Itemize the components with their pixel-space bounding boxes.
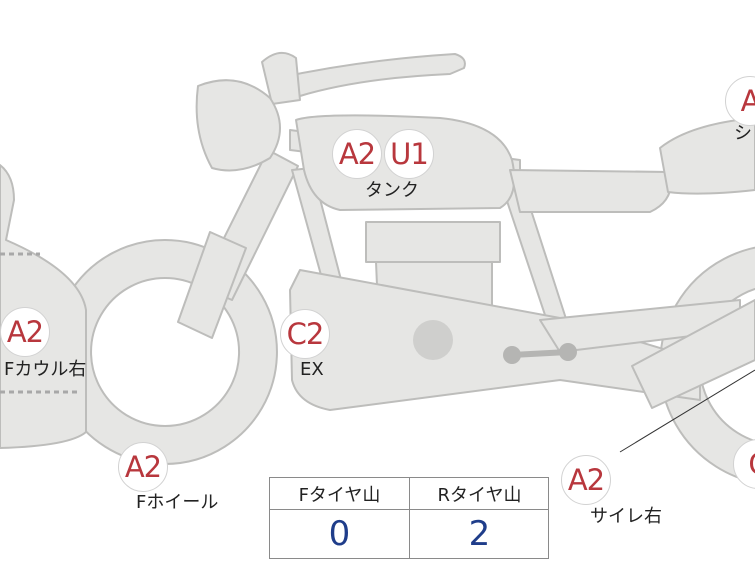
table-divider bbox=[409, 478, 410, 558]
tank-badge-u1: U1 bbox=[384, 129, 434, 179]
handlebar bbox=[277, 53, 466, 97]
front-cowl bbox=[0, 164, 87, 449]
tank-label: タンク bbox=[365, 180, 419, 201]
rear-tire-value: 2 bbox=[468, 514, 491, 554]
tire-tread-table: Fタイヤ山 Rタイヤ山 0 2 bbox=[269, 477, 549, 559]
ex-badge: C2 bbox=[280, 309, 330, 359]
tank-badge-a2: A2 bbox=[332, 129, 382, 179]
fork-lower bbox=[177, 231, 247, 339]
seat bbox=[659, 117, 755, 195]
muffler bbox=[631, 299, 755, 409]
ex-label: EX bbox=[300, 359, 324, 380]
exhaust-pipe bbox=[289, 269, 701, 411]
sideshell-badge: A2 bbox=[561, 455, 611, 505]
engine-head bbox=[365, 221, 501, 263]
handlebar-stem bbox=[261, 51, 301, 105]
side-cover bbox=[509, 169, 672, 213]
sideshell-label: サイレ右 bbox=[590, 506, 662, 527]
fwheel-badge: A2 bbox=[118, 442, 168, 492]
headlight bbox=[195, 79, 281, 172]
fcowl-badge: A2 bbox=[0, 307, 50, 357]
fcowl-label: Fカウル右 bbox=[4, 359, 87, 380]
front-tire-header: Fタイヤ山 bbox=[270, 478, 409, 510]
seat-label: シ bbox=[734, 123, 752, 144]
fwheel-label: Fホイール bbox=[136, 492, 219, 513]
front-tire-value: 0 bbox=[328, 514, 351, 554]
rear-tire-header: Rタイヤ山 bbox=[410, 478, 549, 510]
